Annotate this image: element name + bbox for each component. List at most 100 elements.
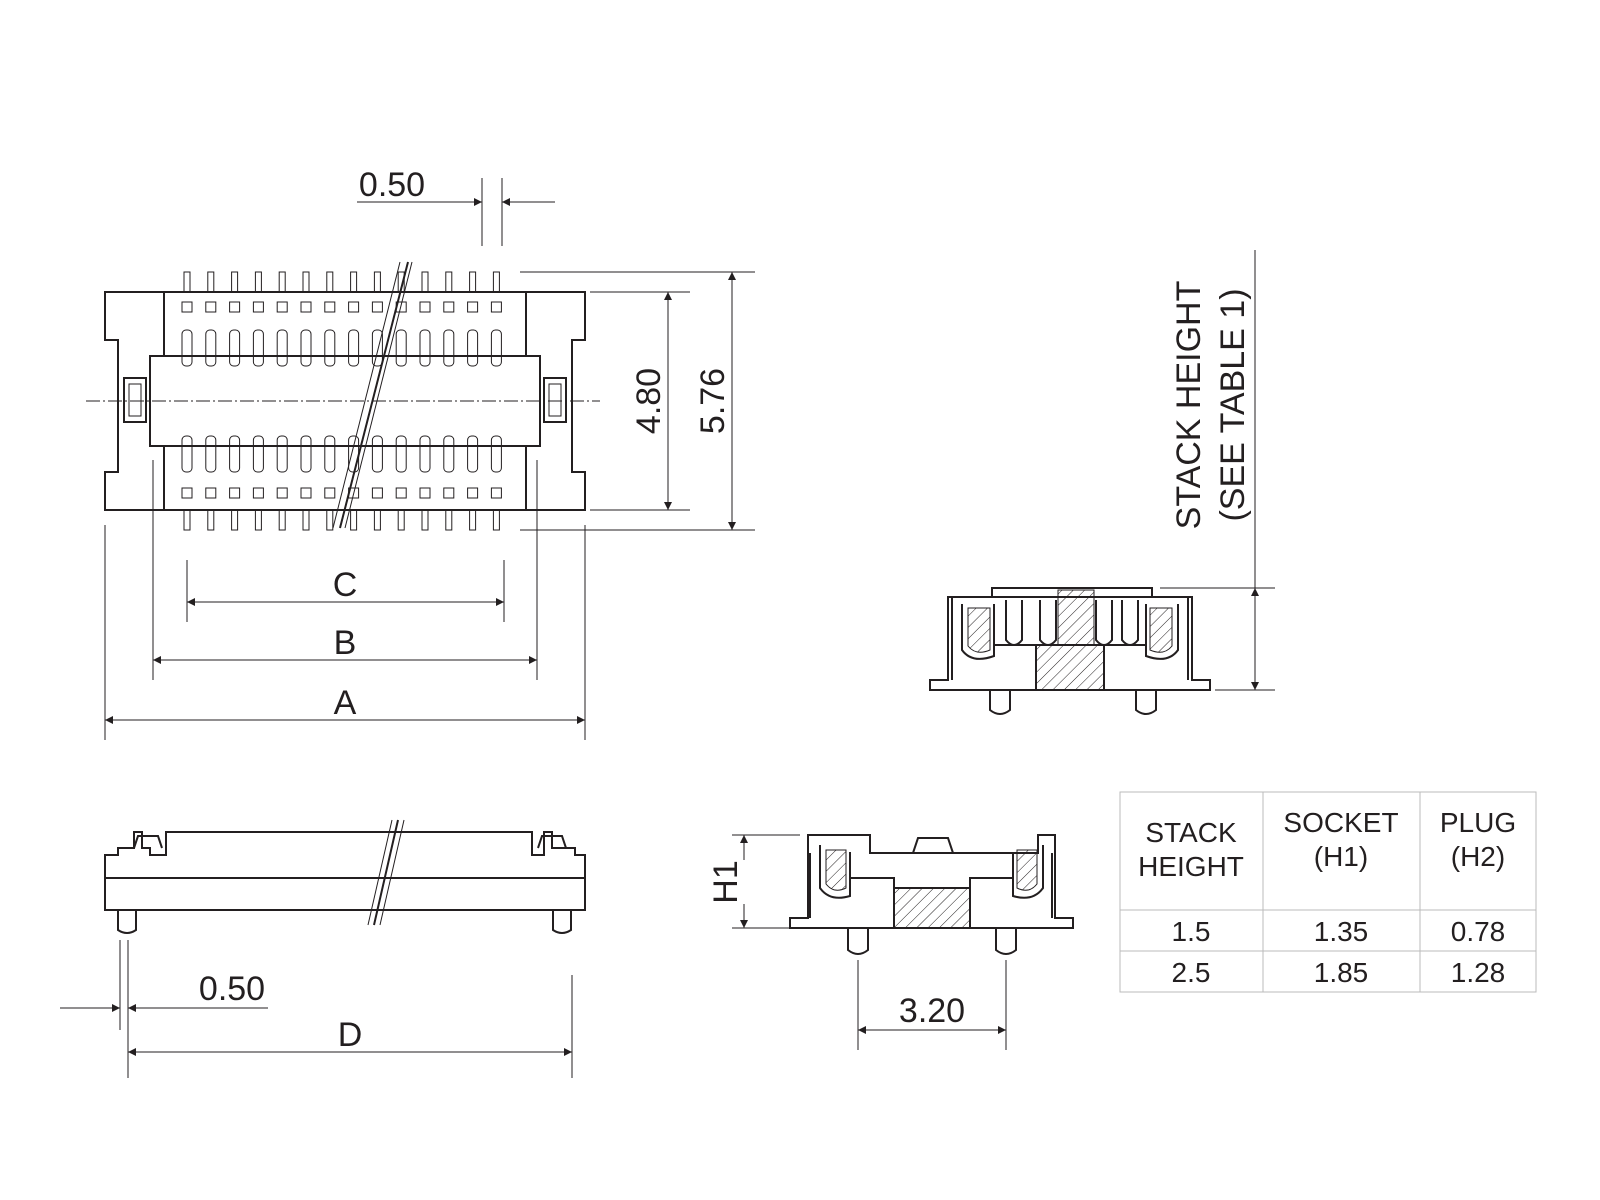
- contact-bottom: [252, 435, 264, 473]
- table-cell: 1.5: [1172, 916, 1211, 947]
- contact-pad-top: [229, 301, 241, 313]
- contact-tail-top: [445, 271, 453, 293]
- contact-bottom: [276, 435, 288, 473]
- contact-bottom: [181, 435, 193, 473]
- contact-tail-bottom: [278, 509, 286, 531]
- contact-pad-bottom: [419, 487, 431, 499]
- contact-bottom: [443, 435, 455, 473]
- contact-bottom: [490, 435, 502, 473]
- mated-section: STACK HEIGHT (SEE TABLE 1): [929, 250, 1275, 715]
- contact-pad-top: [252, 301, 264, 313]
- contact-bottom: [205, 435, 217, 473]
- contact-bottom: [229, 435, 241, 473]
- latch-right: [543, 377, 567, 423]
- stack-height-label: STACK HEIGHT: [1170, 281, 1208, 530]
- contact-pad-bottom: [443, 487, 455, 499]
- contact-tail-top: [207, 271, 215, 293]
- contact-tail-bottom: [231, 509, 239, 531]
- contact-top: [324, 329, 336, 367]
- contact-pad-top: [419, 301, 431, 313]
- contact-tail-bottom: [183, 509, 191, 531]
- contact-tail-top: [421, 271, 429, 293]
- table-header: HEIGHT: [1138, 851, 1244, 882]
- contact-pad-bottom: [205, 487, 217, 499]
- width-dims: 4.80 5.76: [520, 271, 755, 531]
- contact-tail-top: [469, 271, 477, 293]
- table-header: (H1): [1314, 841, 1368, 872]
- contact-tail-top: [326, 271, 334, 293]
- table-header: (H2): [1451, 841, 1505, 872]
- pitch-dim-top: 0.50: [357, 166, 555, 246]
- contact-tail-top: [231, 271, 239, 293]
- contact-bottom: [324, 435, 336, 473]
- side-dims: 0.50 D: [60, 940, 573, 1078]
- contact-bottom: [419, 435, 431, 473]
- contact-bottom: [348, 435, 360, 473]
- top-view: [86, 261, 600, 531]
- contact-bottom: [300, 435, 312, 473]
- contact-top: [181, 329, 193, 367]
- contact-pad-top: [490, 301, 502, 313]
- contact-tail-top: [278, 271, 286, 293]
- dim-b-label: B: [334, 624, 357, 662]
- contact-top: [467, 329, 479, 367]
- contact-tail-top: [254, 271, 262, 293]
- contact-pad-top: [181, 301, 193, 313]
- side-view: [104, 819, 586, 934]
- contact-top: [300, 329, 312, 367]
- table-cell: 0.78: [1451, 916, 1506, 947]
- contact-top: [276, 329, 288, 367]
- contact-pad-bottom: [324, 487, 336, 499]
- contact-bottom: [371, 435, 383, 473]
- table-cell: 1.85: [1314, 957, 1369, 988]
- contact-pad-bottom: [252, 487, 264, 499]
- table-cell: 1.28: [1451, 957, 1506, 988]
- contact-top: [443, 329, 455, 367]
- pitch-top-label: 0.50: [359, 166, 425, 204]
- top-view-contacts: [181, 271, 502, 531]
- contact-tail-bottom: [469, 509, 477, 531]
- width-inner-label: 4.80: [630, 368, 668, 434]
- dim-a-label: A: [334, 684, 357, 722]
- pitch-bottom-label: 0.50: [199, 970, 265, 1008]
- table-header: SOCKET: [1283, 807, 1398, 838]
- length-dims: C B A: [104, 460, 586, 740]
- contact-tail-bottom: [254, 509, 262, 531]
- socket-section: 3.20 H1: [707, 834, 1074, 1050]
- table-header: STACK: [1145, 817, 1237, 848]
- contact-top: [371, 329, 383, 367]
- top-view-body: [104, 291, 586, 511]
- contact-tail-bottom: [373, 509, 381, 531]
- contact-pad-top: [205, 301, 217, 313]
- contact-tail-bottom: [326, 509, 334, 531]
- h1-label: H1: [707, 860, 745, 903]
- contact-bottom: [395, 435, 407, 473]
- dim-c-label: C: [333, 566, 358, 604]
- contact-pad-bottom: [371, 487, 383, 499]
- contact-tail-bottom: [421, 509, 429, 531]
- contact-pad-bottom: [181, 487, 193, 499]
- contact-pad-top: [348, 301, 360, 313]
- dim-d-label: D: [338, 1016, 363, 1054]
- contact-tail-bottom: [207, 509, 215, 531]
- contact-tail-bottom: [397, 509, 405, 531]
- contact-tail-top: [183, 271, 191, 293]
- contact-pad-bottom: [467, 487, 479, 499]
- contact-tail-bottom: [350, 509, 358, 531]
- contact-tail-top: [492, 271, 500, 293]
- contact-top: [252, 329, 264, 367]
- table-header: PLUG: [1440, 807, 1516, 838]
- contact-bottom: [467, 435, 479, 473]
- contact-tail-bottom: [302, 509, 310, 531]
- contact-pad-top: [443, 301, 455, 313]
- contact-pad-bottom: [395, 487, 407, 499]
- see-table-label: (SEE TABLE 1): [1214, 288, 1252, 521]
- contact-pad-bottom: [300, 487, 312, 499]
- contact-pad-bottom: [229, 487, 241, 499]
- contact-top: [419, 329, 431, 367]
- contact-pad-top: [276, 301, 288, 313]
- contact-pad-bottom: [276, 487, 288, 499]
- contact-pad-top: [467, 301, 479, 313]
